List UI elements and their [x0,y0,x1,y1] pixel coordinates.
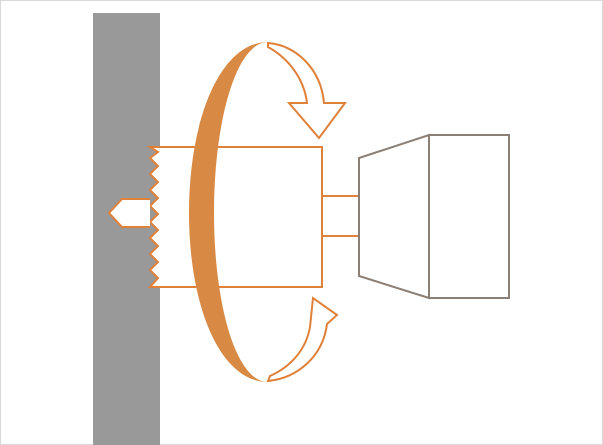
curved-arrow-up-icon [266,296,339,383]
spindle-shaft [321,195,361,237]
tool-holder-chuck [358,133,510,300]
curved-arrow-down-icon [267,41,347,140]
chuck-body [428,134,510,299]
spindle-shaft-body [321,195,361,237]
rotation-ring [189,42,268,382]
workpiece-wall [93,13,160,445]
chuck-taper [358,133,430,300]
tap-tip [107,198,150,228]
tap-body-outline [146,146,323,288]
